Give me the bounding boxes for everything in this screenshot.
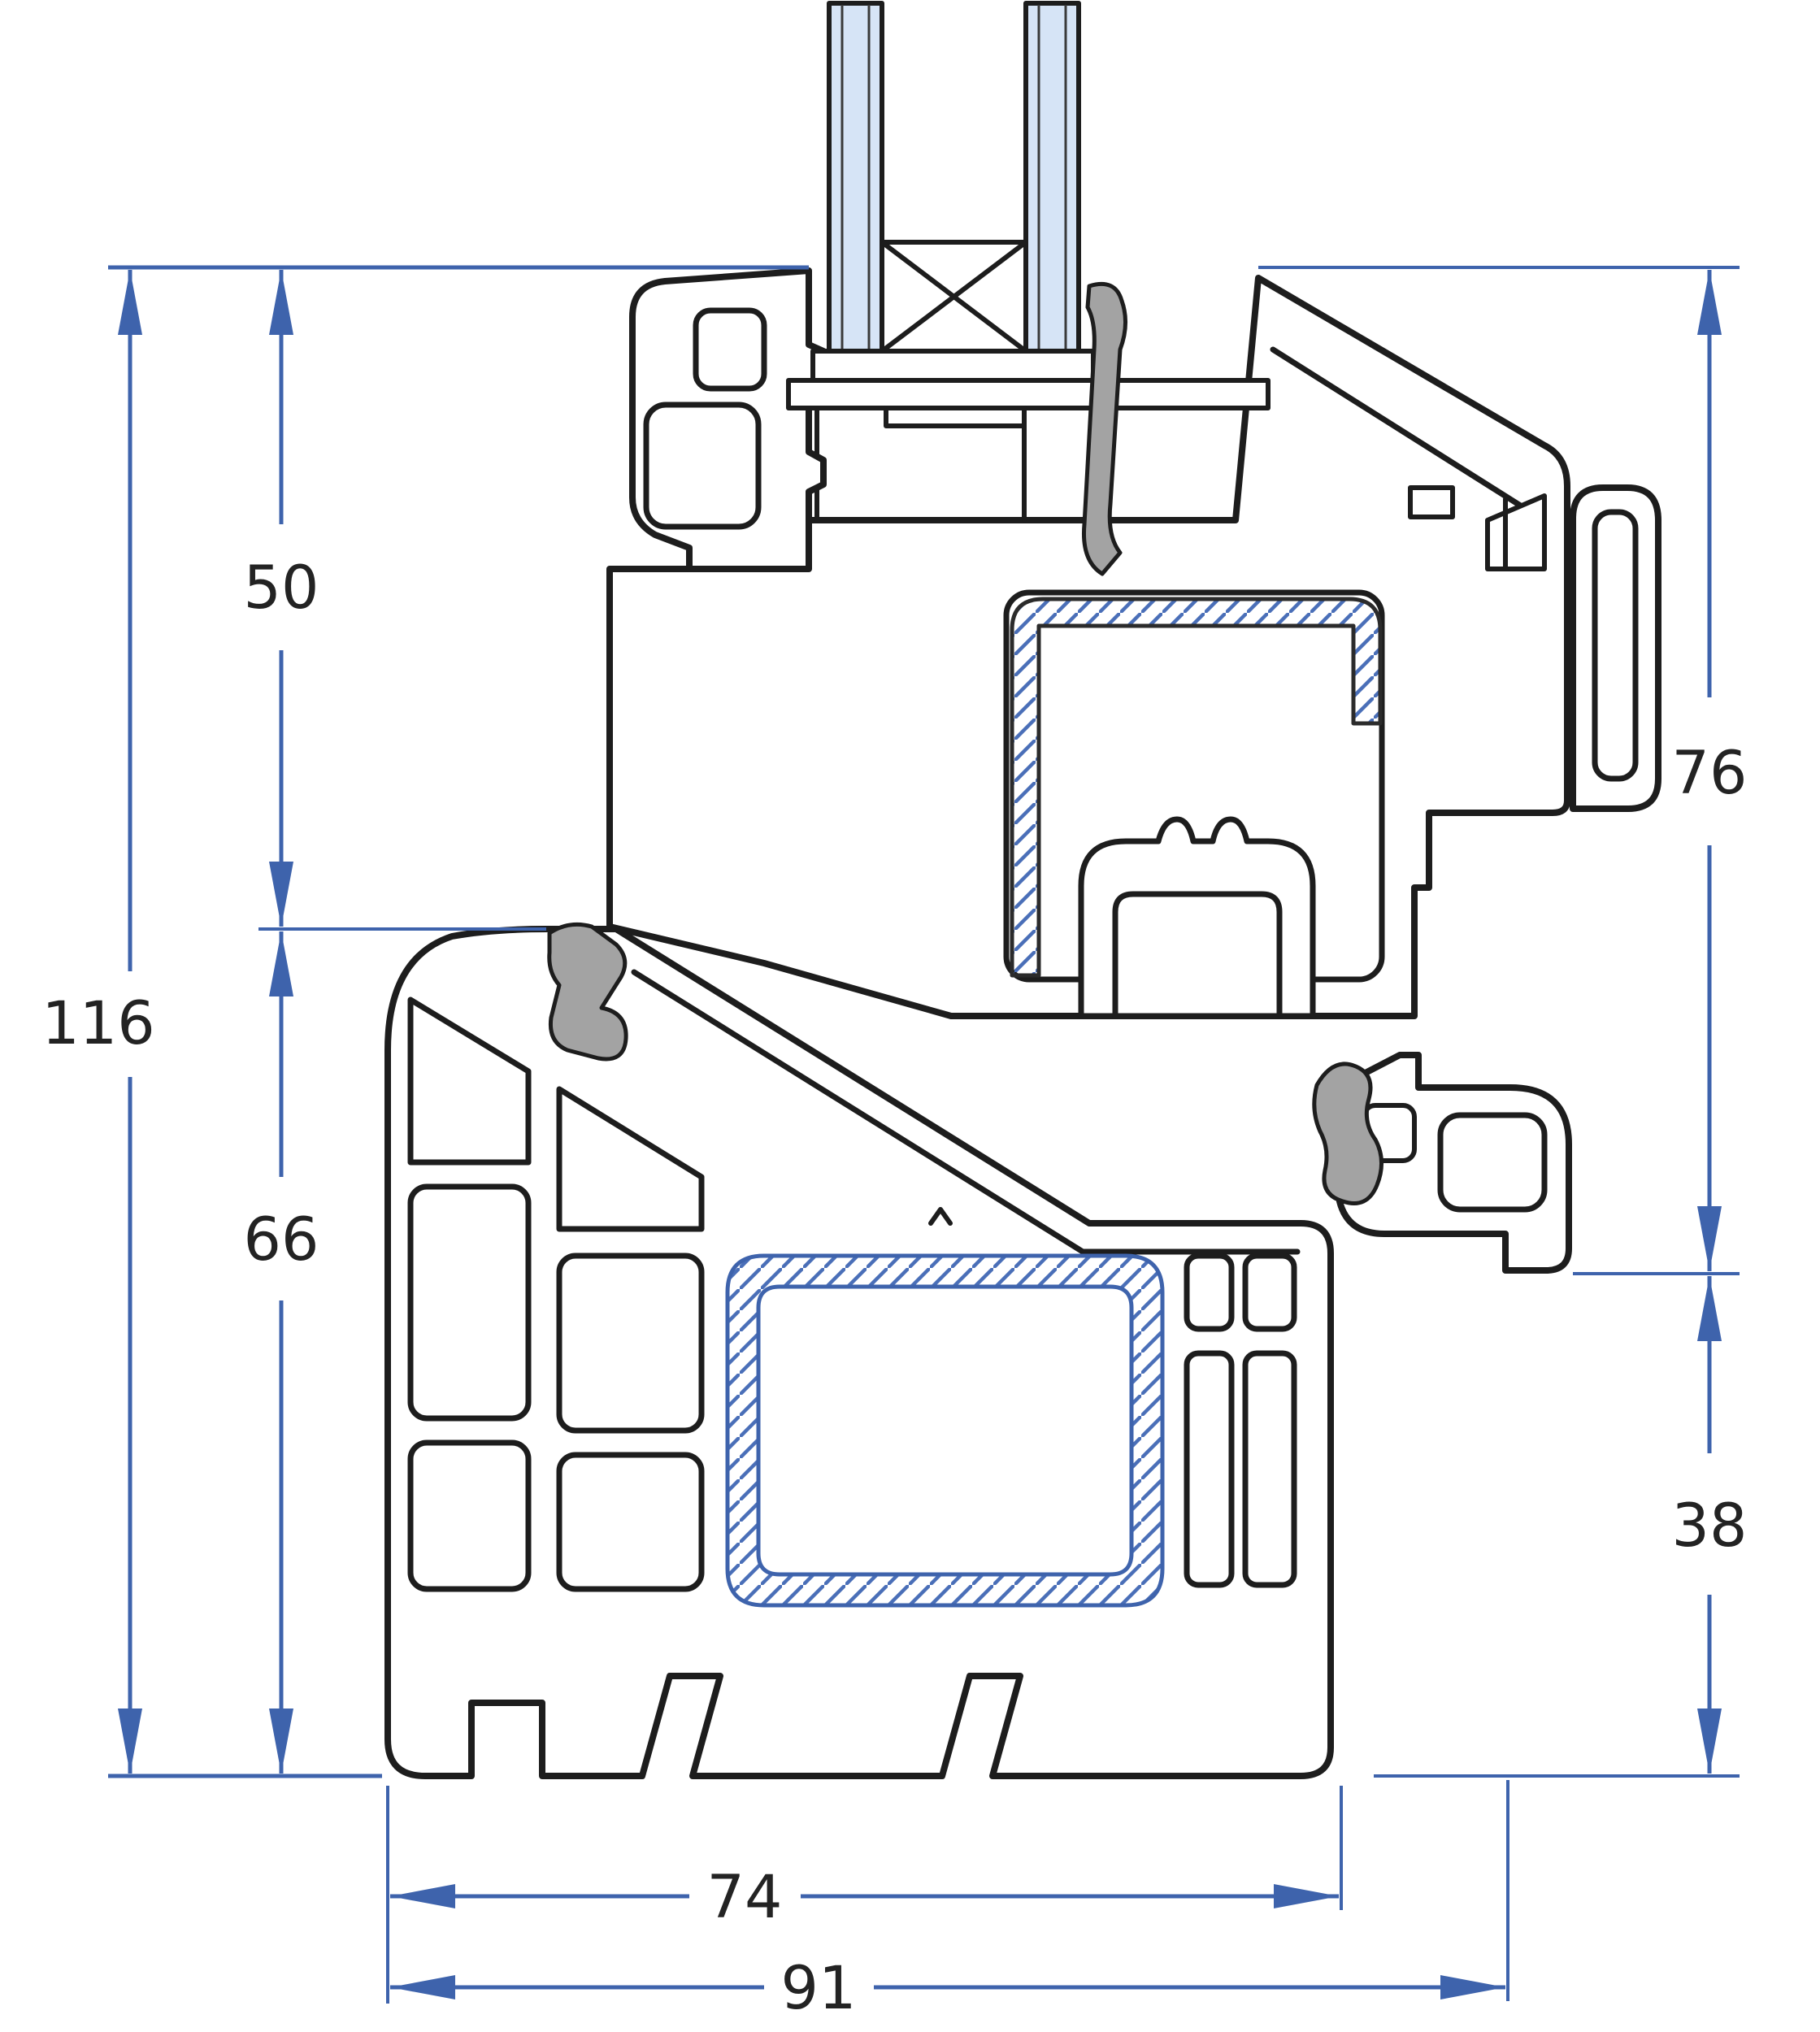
dim-label-76: 76 <box>1672 739 1748 808</box>
dim-label-116: 116 <box>41 989 154 1058</box>
hardware-groove-inner <box>1112 891 1283 1019</box>
glazing-packer-plate <box>786 378 1271 410</box>
dim-label-91: 91 <box>781 1954 857 2023</box>
glass-pane-left <box>827 1 884 354</box>
glazing-packer <box>810 349 1096 383</box>
dim-label-66: 66 <box>244 1205 319 1274</box>
sash-outline <box>606 275 1570 1019</box>
frame-outline <box>384 926 1334 1779</box>
glass-pane-surface-lines <box>841 5 1067 350</box>
gaskets <box>547 281 1383 1205</box>
frame-steel-reinforcement <box>725 1253 1165 1608</box>
spacer-bar <box>880 240 1028 354</box>
gasket-exterior <box>1312 1062 1383 1205</box>
dimension-labels: 116 50 66 76 38 74 91 <box>41 554 1747 2023</box>
frame-profile <box>384 926 1334 1779</box>
dim-label-74: 74 <box>707 1863 783 1932</box>
frame-inner-slope <box>631 969 1301 1255</box>
dim-arrowheads <box>118 270 1722 1999</box>
frame-top-notch <box>928 1207 953 1226</box>
gasket-interior <box>547 922 628 1062</box>
exterior-flange <box>1334 1052 1572 1274</box>
sash-wedge-inner-line <box>1270 346 1531 514</box>
sash-top-block <box>1408 485 1455 519</box>
dim-label-38: 38 <box>1672 1491 1748 1561</box>
exterior-upstand <box>1570 484 1661 812</box>
glazing-unit <box>786 1 1271 428</box>
glazing-bead <box>629 267 827 572</box>
dimension-lines <box>108 265 1740 2004</box>
glazing-packer-tab <box>884 406 1027 428</box>
glazing-gasket-strip <box>1081 281 1127 576</box>
sash-claw <box>1485 493 1547 571</box>
frame-chambers <box>407 996 1297 1592</box>
glass-pane-right <box>1023 1 1081 354</box>
dim-label-50: 50 <box>244 554 319 623</box>
sash-steel-reinforcement <box>1010 597 1383 978</box>
flange-chamber <box>1437 1112 1548 1213</box>
